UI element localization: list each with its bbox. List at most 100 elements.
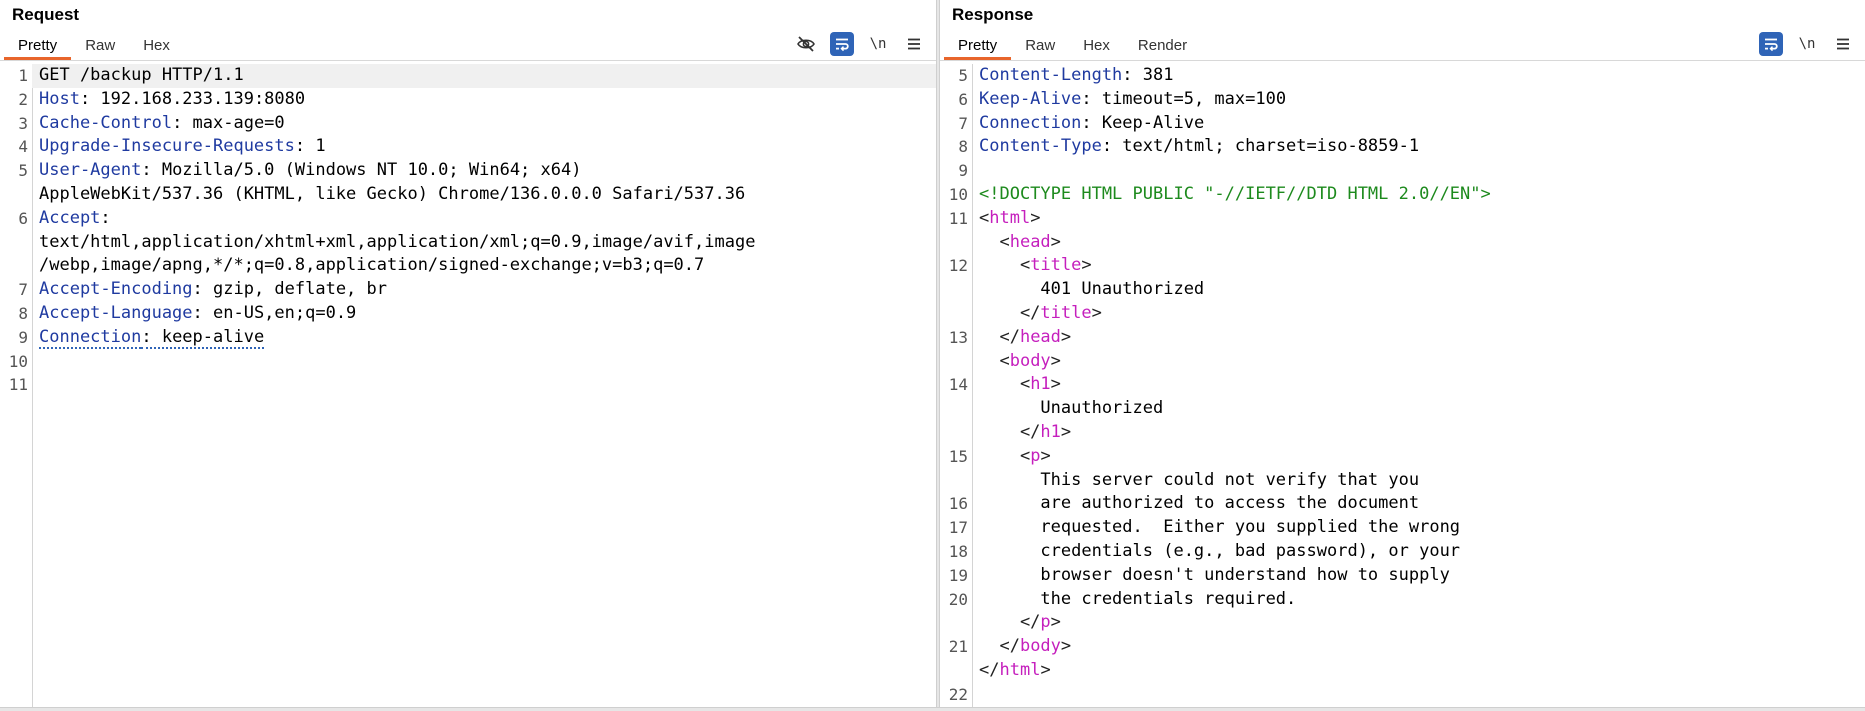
request-tab-raw[interactable]: Raw xyxy=(85,37,116,54)
hide-nonprintable-button[interactable] xyxy=(794,32,818,56)
header-name: User-Agent xyxy=(39,160,142,181)
code-token: > xyxy=(1030,207,1041,228)
response-code-line[interactable]: </h1> xyxy=(940,421,1865,445)
line-number: 15 xyxy=(948,446,968,466)
request-wrap-lines-button[interactable] xyxy=(830,32,854,56)
response-tab-pretty[interactable]: Pretty xyxy=(944,36,1012,60)
request-code-line[interactable]: AppleWebKit/537.36 (KHTML, like Gecko) C… xyxy=(0,183,936,207)
response-newline-toggle[interactable]: \n xyxy=(1798,36,1816,52)
request-code-line[interactable]: 10 xyxy=(0,350,936,374)
response-tab-raw[interactable]: Raw xyxy=(1025,37,1056,54)
code-token: > xyxy=(1050,350,1061,371)
response-code-line[interactable]: 401 Unauthorized xyxy=(940,278,1865,302)
response-tab-hex[interactable]: Hex xyxy=(1083,37,1110,54)
response-code-line[interactable]: 21 </body> xyxy=(940,635,1865,659)
response-code-line[interactable]: 18 credentials (e.g., bad password), or … xyxy=(940,540,1865,564)
response-code-line[interactable]: 10<!DOCTYPE HTML PUBLIC "-//IETF//DTD HT… xyxy=(940,183,1865,207)
code-token: : 381 xyxy=(1122,65,1174,85)
line-number: 18 xyxy=(948,541,968,561)
code-token: : xyxy=(100,207,111,228)
line-number xyxy=(940,350,972,374)
response-code-line[interactable]: 14 <h1> xyxy=(940,373,1865,397)
response-menu-button[interactable] xyxy=(1831,32,1855,56)
line-content: are authorized to access the document xyxy=(972,492,1865,516)
response-code-line[interactable]: 15 <p> xyxy=(940,445,1865,469)
response-code-line[interactable]: <head> xyxy=(940,231,1865,255)
request-code-line[interactable]: 11 xyxy=(0,373,936,397)
request-tab-pretty[interactable]: Pretty xyxy=(4,36,72,60)
line-content: AppleWebKit/537.36 (KHTML, like Gecko) C… xyxy=(32,183,936,207)
code-token: : text/html; charset=iso-8859-1 xyxy=(1101,136,1420,157)
code-token: </ xyxy=(979,302,1041,323)
header-name: Accept xyxy=(39,207,101,228)
line-number xyxy=(940,611,972,635)
response-code-line[interactable]: 19 browser doesn't understand how to sup… xyxy=(940,564,1865,588)
code-token: AppleWebKit/537.36 (KHTML, like Gecko) C… xyxy=(39,183,746,204)
response-code-line[interactable]: </html> xyxy=(940,659,1865,683)
request-menu-button[interactable] xyxy=(902,32,926,56)
line-number: 9 xyxy=(18,327,28,347)
response-code-line[interactable]: 22 xyxy=(940,683,1865,707)
response-code-line[interactable]: Unauthorized xyxy=(940,397,1865,421)
response-code-line[interactable]: 16 are authorized to access the document xyxy=(940,492,1865,516)
line-content: Accept-Language: en-US,en;q=0.9 xyxy=(32,302,936,326)
response-code-line[interactable]: 11<html> xyxy=(940,207,1865,231)
response-code-line[interactable]: This server could not verify that you xyxy=(940,469,1865,493)
code-token: < xyxy=(979,231,1010,252)
response-code-line[interactable]: <body> xyxy=(940,350,1865,374)
line-number: 20 xyxy=(948,589,968,609)
code-token: Unauthorized xyxy=(979,398,1164,419)
line-number: 3 xyxy=(18,113,28,133)
response-code-line[interactable]: 9 xyxy=(940,159,1865,183)
hamburger-menu-icon xyxy=(908,38,920,50)
line-number xyxy=(940,421,972,445)
html-tag-name: p xyxy=(1040,612,1051,633)
response-code-line[interactable]: 17 requested. Either you supplied the wr… xyxy=(940,516,1865,540)
line-number: 22 xyxy=(948,684,968,704)
request-title: Request xyxy=(12,5,80,24)
response-code-line[interactable]: </title> xyxy=(940,302,1865,326)
pane-splitter[interactable] xyxy=(936,0,940,711)
line-content: Connection: Keep-Alive xyxy=(972,112,1865,136)
line-content: Content-Length: 381 xyxy=(972,64,1865,88)
html-tag-name: body xyxy=(1019,636,1061,657)
header-name: Accept-Language xyxy=(39,302,193,323)
html-tag-name: html xyxy=(989,207,1031,228)
response-code-line[interactable]: 20 the credentials required. xyxy=(940,588,1865,612)
response-code-line[interactable]: 12 <title> xyxy=(940,254,1865,278)
response-tab-render[interactable]: Render xyxy=(1137,37,1188,54)
line-number: 7 xyxy=(958,113,968,133)
header-name: Connection xyxy=(39,326,142,349)
request-code-line[interactable]: text/html,application/xhtml+xml,applicat… xyxy=(0,231,936,255)
line-number xyxy=(940,397,972,421)
response-wrap-lines-button[interactable] xyxy=(1759,32,1783,56)
code-token: > xyxy=(1060,326,1072,347)
code-token: <!DOCTYPE HTML PUBLIC "-//IETF//DTD HTML… xyxy=(979,183,1491,204)
line-number: 11 xyxy=(948,208,968,228)
request-newline-toggle[interactable]: \n xyxy=(869,36,887,52)
line-content: <h1> xyxy=(972,373,1865,397)
request-code-line[interactable]: /webp,image/apng,*/*;q=0.8,application/s… xyxy=(0,254,936,278)
response-code-line[interactable]: </p> xyxy=(940,611,1865,635)
line-content: </head> xyxy=(972,326,1865,350)
response-code-line[interactable]: 13 </head> xyxy=(940,326,1865,350)
header-name: Cache-Control xyxy=(39,112,173,133)
header-name: Keep-Alive xyxy=(979,88,1082,109)
request-tab-hex[interactable]: Hex xyxy=(143,37,170,54)
header-name: Content-Type xyxy=(979,136,1102,157)
